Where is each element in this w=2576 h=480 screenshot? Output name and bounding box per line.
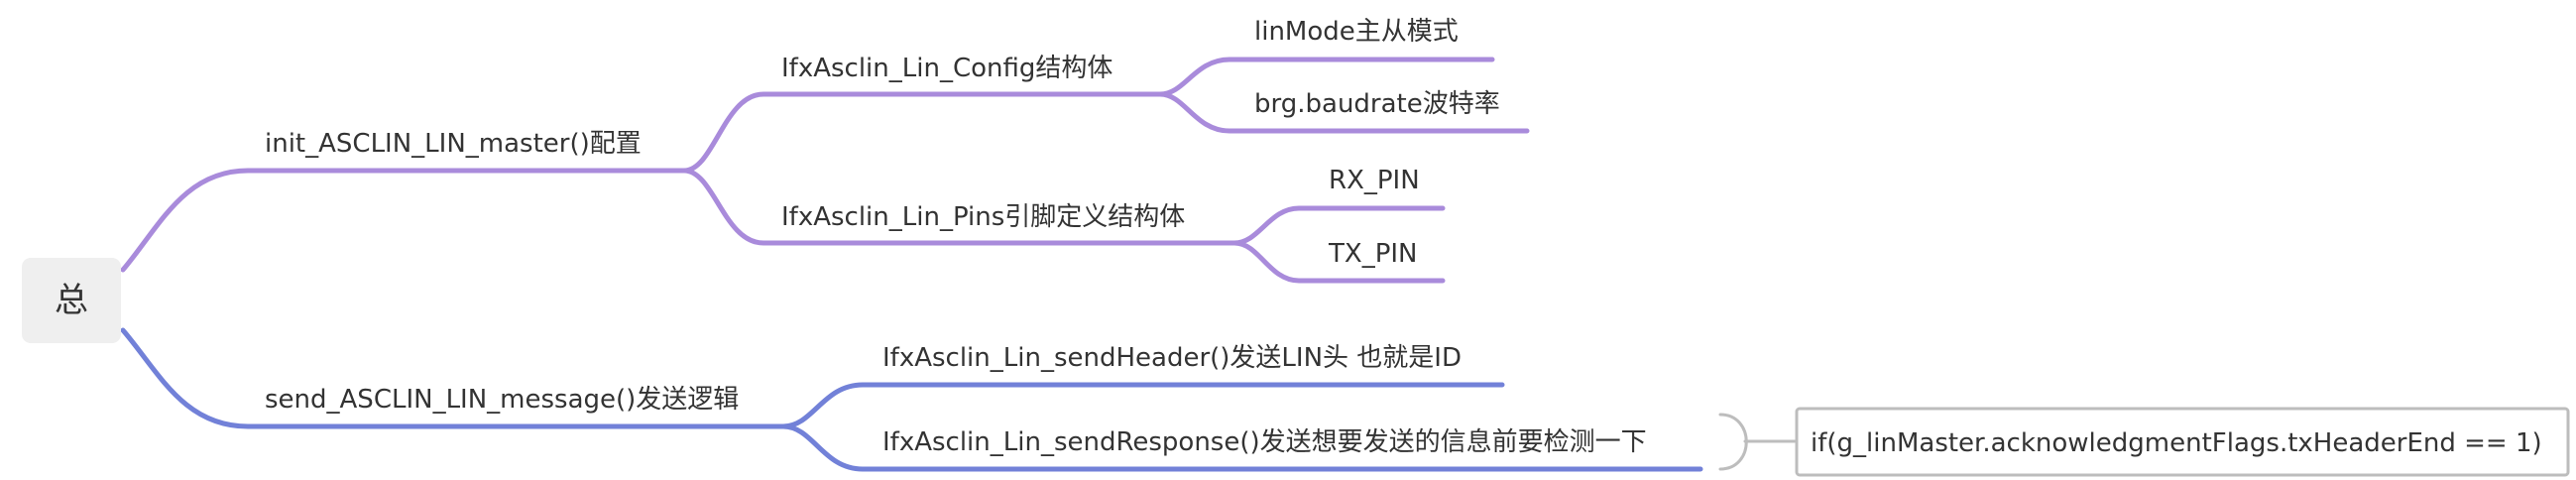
- root-node-label: 总: [55, 281, 88, 320]
- connector-send-header: [780, 382, 1505, 429]
- node-config-label[interactable]: IfxAsclin_Lin_Config结构体: [781, 54, 1112, 83]
- node-linmode-label[interactable]: linMode主从模式: [1254, 17, 1459, 47]
- connector-pins-tx: [1231, 240, 1446, 284]
- branch-init-label[interactable]: init_ASCLIN_LIN_master()配置: [265, 129, 642, 159]
- node-txpin-label[interactable]: TX_PIN: [1328, 239, 1418, 269]
- connector-config-baudrate: [1157, 91, 1530, 134]
- node-sendheader-label[interactable]: IfxAsclin_Lin_sendHeader()发送LIN头 也就是ID: [882, 343, 1462, 373]
- note-bracket: [1718, 413, 1797, 471]
- node-rxpin-label[interactable]: RX_PIN: [1329, 166, 1420, 195]
- connector-send-response: [780, 423, 1703, 472]
- connector-init-pins: [681, 168, 1237, 246]
- connector-pins-rx: [1231, 205, 1446, 246]
- note-box[interactable]: [1795, 407, 2570, 477]
- node-pins-label[interactable]: IfxAsclin_Lin_Pins引脚定义结构体: [781, 202, 1185, 232]
- connector-root-init: [120, 168, 687, 273]
- connector-root-send: [120, 327, 786, 429]
- connector-init-config: [681, 91, 1163, 174]
- branch-send-label[interactable]: send_ASCLIN_LIN_message()发送逻辑: [265, 385, 739, 415]
- node-sendresponse-label[interactable]: IfxAsclin_Lin_sendResponse()发送想要发送的信息前要检…: [882, 427, 1647, 457]
- note-label: if(g_linMaster.acknowledgmentFlags.txHea…: [1811, 428, 2542, 458]
- connector-config-linmode: [1157, 57, 1495, 97]
- root-node-box[interactable]: [22, 258, 121, 343]
- node-baudrate-label[interactable]: brg.baudrate波特率: [1254, 89, 1500, 119]
